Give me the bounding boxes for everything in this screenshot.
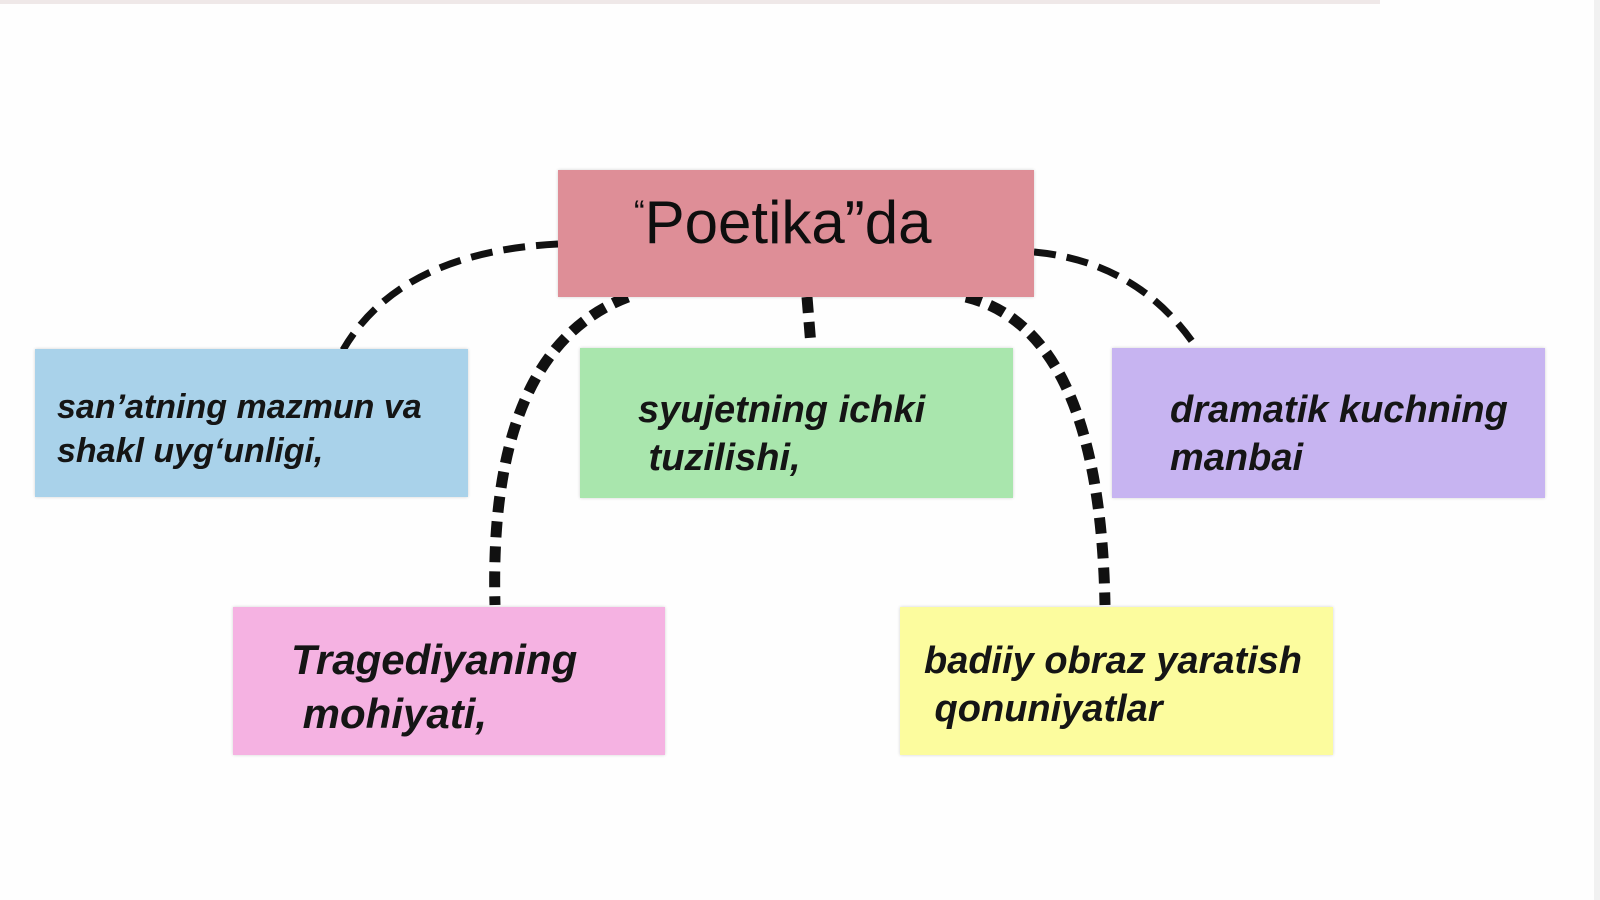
node-label: san’atning mazmun va shakl uyg‘unligi, (57, 385, 422, 473)
connector-to-yellow (964, 291, 1111, 606)
right-edge-strip (1594, 0, 1600, 900)
open-quote: “ (634, 194, 645, 230)
connector-to-green (801, 296, 817, 347)
top-edge-strip (0, 0, 1380, 4)
node-label-line: manbai (1170, 437, 1304, 479)
node-label-line: mohiyati, (291, 690, 488, 737)
node-plot-structure: syujetning ichki tuzilishi, (580, 348, 1013, 498)
node-label: Tragediyaning mohiyati, (291, 633, 577, 741)
node-label-line: qonuniyatlar (924, 688, 1163, 730)
node-artistic-image-laws: badiiy obraz yaratish qonuniyatlar (900, 607, 1333, 755)
connector-to-pink (489, 291, 630, 606)
node-label-line: shakl uyg‘unligi, (57, 432, 324, 470)
node-label-line: syujetning ichki (638, 389, 926, 431)
node-label-line: tuzilishi, (638, 437, 801, 479)
node-label: dramatik kuchning manbai (1170, 386, 1508, 482)
node-label-line: dramatik kuchning (1170, 389, 1508, 431)
node-dramatic-force: dramatik kuchning manbai (1112, 348, 1545, 498)
connector-to-blue (339, 240, 559, 352)
node-tragedy-essence: Tragediyaning mohiyati, (233, 607, 665, 755)
central-title-text: Poetika”da (644, 189, 932, 256)
node-art-content-form: san’atning mazmun va shakl uyg‘unligi, (35, 349, 468, 497)
node-label: syujetning ichki tuzilishi, (638, 386, 925, 482)
node-label-line: Tragediyaning (291, 636, 578, 683)
node-label-line: badiiy obraz yaratish (924, 640, 1303, 682)
central-node: “Poetika”da (558, 170, 1034, 297)
connector-to-purple (1033, 248, 1201, 352)
central-title: “Poetika”da (634, 188, 932, 257)
node-label: badiiy obraz yaratish qonuniyatlar (924, 637, 1302, 733)
node-label-line: san’atning mazmun va (57, 388, 422, 426)
